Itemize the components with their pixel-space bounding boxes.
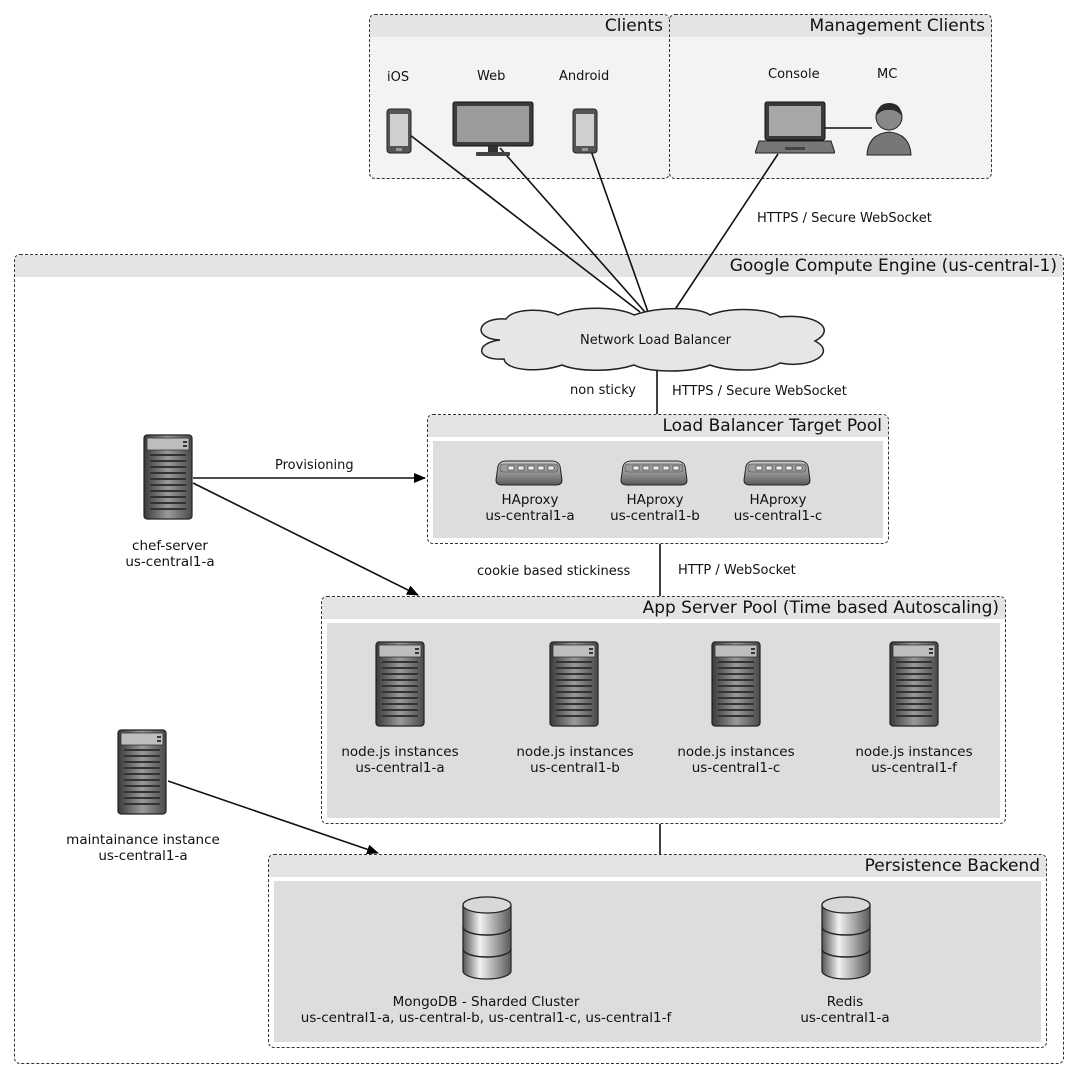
node-b-caption: node.js instances us-central1-b bbox=[516, 744, 633, 776]
redis-database-icon bbox=[820, 895, 872, 981]
haproxy-b-name: HAproxy bbox=[626, 492, 684, 508]
chef-server-icon bbox=[143, 434, 193, 520]
haproxy-c-icon bbox=[742, 460, 812, 486]
maintenance-to-persistence-arrow bbox=[167, 780, 379, 855]
management-clients-group: Management Clients bbox=[669, 14, 992, 179]
console-label: Console bbox=[768, 67, 820, 82]
network-load-balancer-cloud-icon bbox=[480, 307, 825, 372]
haproxy-a-icon bbox=[494, 460, 564, 486]
chef-server-caption: chef-server us-central1-a bbox=[125, 538, 214, 570]
node-b-zone: us-central1-b bbox=[530, 760, 620, 776]
mgmt-protocol-label: HTTPS / Secure WebSocket bbox=[757, 211, 932, 226]
node-c-zone: us-central1-c bbox=[691, 760, 781, 776]
haproxy-a-name: HAproxy bbox=[501, 492, 559, 508]
app-server-pool-title: App Server Pool (Time based Autoscaling) bbox=[642, 598, 999, 618]
node-a-caption: node.js instances us-central1-a bbox=[341, 744, 458, 776]
mongodb-caption: MongoDB - Sharded Cluster us-central1-a,… bbox=[301, 994, 671, 1026]
web-label: Web bbox=[477, 69, 506, 84]
mongodb-zones: us-central1-a, us-central-b, us-central1… bbox=[300, 1010, 672, 1026]
node-b-name: node.js instances bbox=[516, 744, 634, 760]
node-c-server-icon bbox=[711, 641, 761, 727]
node-f-name: node.js instances bbox=[855, 744, 973, 760]
lb-protocol-label: HTTPS / Secure WebSocket bbox=[672, 384, 847, 399]
node-a-server-icon bbox=[375, 641, 425, 727]
chef-to-app-arrow bbox=[192, 482, 419, 596]
haproxy-c-name: HAproxy bbox=[749, 492, 807, 508]
persistence-backend-title: Persistence Backend bbox=[864, 856, 1040, 876]
maintenance-zone: us-central1-a bbox=[98, 848, 188, 864]
provisioning-label: Provisioning bbox=[275, 458, 354, 473]
ios-phone-icon bbox=[386, 108, 412, 154]
app-server-pool-group: App Server Pool (Time based Autoscaling) bbox=[321, 596, 1006, 824]
mongodb-database-icon bbox=[461, 895, 513, 981]
ios-label: iOS bbox=[387, 70, 410, 85]
non-sticky-label: non sticky bbox=[570, 383, 636, 398]
lb-target-pool-group: Load Balancer Target Pool bbox=[427, 414, 889, 544]
haproxy-c-zone: us-central1-c bbox=[733, 508, 823, 524]
gce-group-title: Google Compute Engine (us-central-1) bbox=[729, 256, 1057, 276]
web-monitor-icon bbox=[452, 101, 534, 156]
chef-server-name: chef-server bbox=[132, 538, 208, 554]
redis-caption: Redis us-central1-a bbox=[800, 994, 889, 1026]
maintenance-caption: maintainance instance us-central1-a bbox=[66, 832, 220, 864]
haproxy-b-icon bbox=[619, 460, 689, 486]
redis-name: Redis bbox=[826, 994, 864, 1010]
clients-group: Clients bbox=[369, 14, 670, 179]
mc-user-icon bbox=[866, 103, 912, 156]
node-c-name: node.js instances bbox=[677, 744, 795, 760]
android-phone-icon bbox=[572, 108, 598, 154]
management-clients-group-title: Management Clients bbox=[809, 16, 985, 36]
node-c-caption: node.js instances us-central1-c bbox=[677, 744, 794, 776]
node-f-caption: node.js instances us-central1-f bbox=[855, 744, 972, 776]
node-a-name: node.js instances bbox=[341, 744, 459, 760]
node-b-server-icon bbox=[549, 641, 599, 727]
http-websocket-label: HTTP / WebSocket bbox=[678, 563, 796, 578]
console-laptop-icon bbox=[755, 101, 835, 154]
web-to-lb-line bbox=[499, 147, 646, 313]
haproxy-c-caption: HAproxy us-central1-c bbox=[734, 492, 823, 524]
redis-zone: us-central1-a bbox=[800, 1010, 890, 1026]
ios-to-lb-line bbox=[409, 134, 641, 313]
mc-label: MC bbox=[877, 67, 898, 82]
lb-target-pool-title: Load Balancer Target Pool bbox=[662, 416, 882, 436]
cookie-stickiness-label: cookie based stickiness bbox=[477, 564, 631, 579]
android-to-lb-line bbox=[589, 147, 649, 313]
network-load-balancer-label: Network Load Balancer bbox=[580, 333, 731, 348]
node-f-zone: us-central1-f bbox=[871, 760, 957, 776]
node-a-zone: us-central1-a bbox=[355, 760, 445, 776]
gce-group: Google Compute Engine (us-central-1) bbox=[14, 254, 1064, 1064]
node-f-server-icon bbox=[889, 641, 939, 727]
haproxy-a-caption: HAproxy us-central1-a bbox=[485, 492, 574, 524]
maintenance-name: maintainance instance bbox=[66, 832, 220, 848]
haproxy-b-caption: HAproxy us-central1-b bbox=[610, 492, 700, 524]
persistence-backend-group: Persistence Backend bbox=[268, 854, 1047, 1048]
android-label: Android bbox=[559, 69, 610, 84]
maintenance-server-icon bbox=[117, 729, 167, 815]
clients-group-title: Clients bbox=[604, 16, 663, 36]
console-to-lb-line bbox=[671, 153, 779, 315]
mongodb-name: MongoDB - Sharded Cluster bbox=[392, 994, 580, 1010]
haproxy-a-zone: us-central1-a bbox=[485, 508, 575, 524]
haproxy-b-zone: us-central1-b bbox=[610, 508, 700, 524]
chef-server-zone: us-central1-a bbox=[125, 554, 215, 570]
